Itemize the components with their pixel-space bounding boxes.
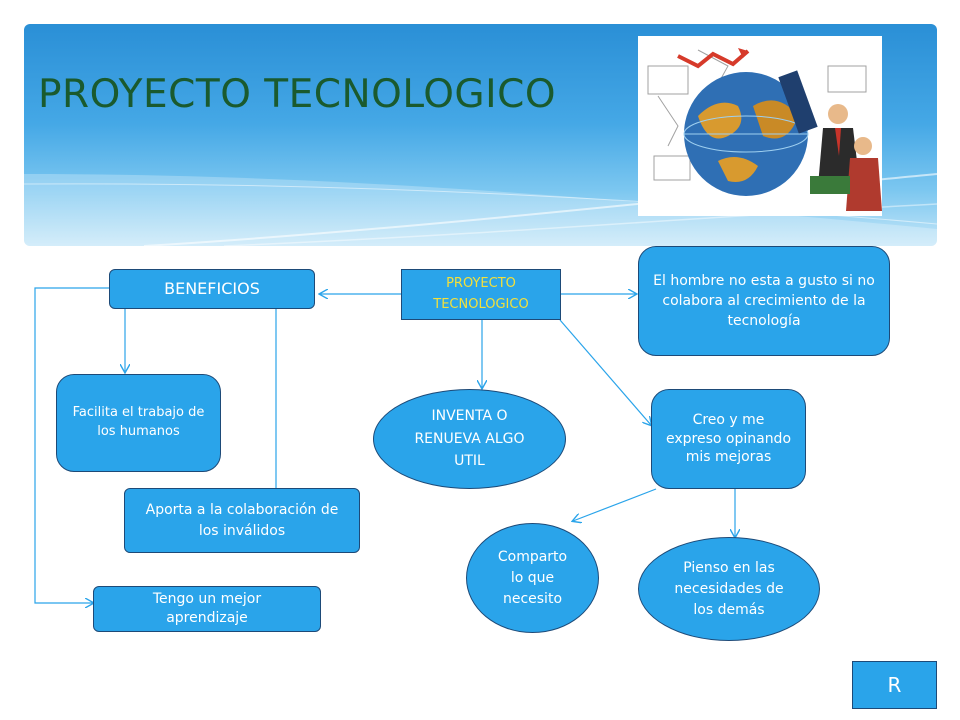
pienso-oval: Pienso en las necesidades de los demás — [638, 537, 820, 641]
comparto-oval: Comparto lo que necesito — [466, 523, 599, 633]
page-title: PROYECTO TECNOLOGICO — [38, 72, 557, 117]
creo-box: Creo y me expreso opinando mis mejoras — [651, 389, 806, 489]
globe-technology-image — [638, 36, 882, 216]
tengo-box: Tengo un mejor aprendizaje — [93, 586, 321, 632]
proyecto-tecnologico-box: PROYECTO TECNOLOGICO — [401, 269, 561, 320]
r-nav-button[interactable]: R — [852, 661, 937, 709]
aporta-box: Aporta a la colaboración de los inválido… — [124, 488, 360, 553]
inventa-oval: INVENTA O RENUEVA ALGO UTIL — [373, 389, 566, 489]
hombre-box: El hombre no esta a gusto si no colabora… — [638, 246, 890, 356]
beneficios-box: BENEFICIOS — [109, 269, 315, 309]
facilita-box: Facilita el trabajo de los humanos — [56, 374, 221, 472]
